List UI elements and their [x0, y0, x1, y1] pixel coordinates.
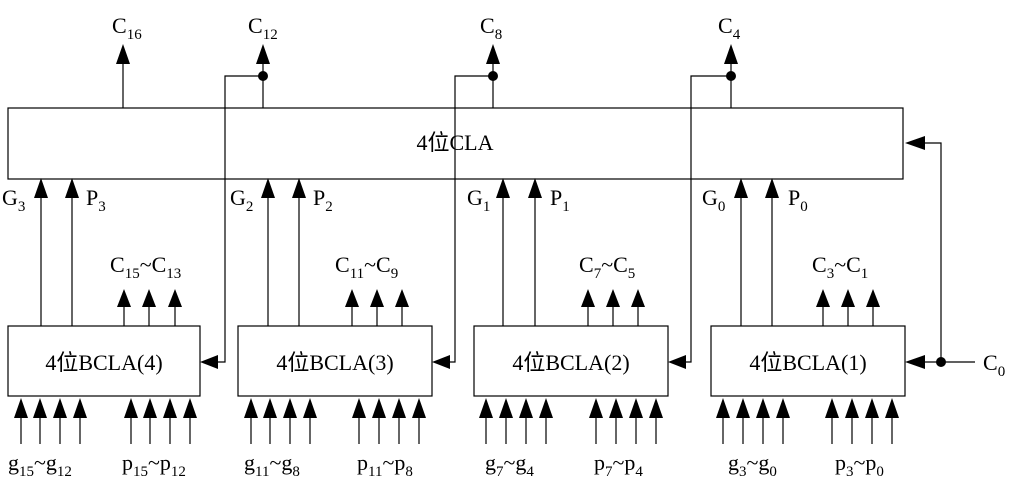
carry-input-label: C0 [983, 350, 1005, 380]
bcla-label: 4位BCLA(4) [45, 350, 162, 375]
carry-feedback-arrow [200, 355, 218, 369]
bcla-label: 4位BCLA(2) [512, 350, 629, 375]
carry-input-c0: C0 [905, 136, 1005, 380]
p-signal-label: P3 [86, 185, 106, 215]
p-signal-label: P1 [550, 185, 570, 215]
bcla-label: 4位BCLA(3) [276, 350, 393, 375]
carry-feedback-c4 [686, 75, 731, 363]
g-signal-label: G1 [467, 185, 490, 215]
carry-output-label: C8 [480, 13, 502, 43]
carry-output-label: C12 [248, 13, 278, 43]
p-inputs-label: p3~p0 [835, 450, 884, 480]
carry-output-c4: C4 [718, 13, 741, 108]
carry-output-label: C4 [718, 13, 741, 43]
carry-feedback-c12 [218, 75, 263, 363]
carry-output-c8: C8 [480, 13, 502, 108]
bcla-block-2: 4位BCLA(2) G1 P1 C7~C5 g7~g4 p7~p4 [467, 178, 669, 480]
carry-feedback-arrow [432, 355, 450, 369]
p-signal-label: P2 [313, 185, 333, 215]
p-inputs-label: p11~p8 [357, 450, 413, 480]
g-signal-label: G3 [2, 185, 25, 215]
internal-carries-label: C15~C13 [110, 252, 181, 282]
g-inputs-label: g7~g4 [485, 450, 534, 480]
g-signal-label: G0 [702, 185, 725, 215]
bcla-block-3: 4位BCLA(3) G2 P2 C11~C9 g11~g8 p11~p8 [230, 178, 433, 480]
carry-output-label: C16 [112, 13, 142, 43]
bcla-block-4: 4位BCLA(4) G3 P3 C15~C13 g15~g12 p15~p12 [2, 178, 201, 480]
internal-carries-label: C3~C1 [812, 252, 868, 282]
g-signal-label: G2 [230, 185, 253, 215]
p-inputs-label: p7~p4 [594, 450, 643, 480]
g-inputs-label: g11~g8 [244, 450, 300, 480]
internal-carries-label: C7~C5 [579, 252, 635, 282]
g-inputs-label: g3~g0 [728, 450, 777, 480]
g-inputs-label: g15~g12 [8, 450, 72, 480]
p-signal-label: P0 [788, 185, 808, 215]
internal-carries-label: C11~C9 [335, 252, 398, 282]
carry-feedback-c8 [450, 75, 493, 363]
carry-feedback-arrow [668, 355, 686, 369]
carry-output-c12: C12 [248, 13, 278, 108]
bcla-block-1: 4位BCLA(1) G0 P0 C3~C1 g3~g0 p3~p0 [702, 178, 906, 480]
bcla-label: 4位BCLA(1) [749, 350, 866, 375]
carry-output-c16: C16 [112, 13, 142, 108]
p-inputs-label: p15~p12 [122, 450, 186, 480]
